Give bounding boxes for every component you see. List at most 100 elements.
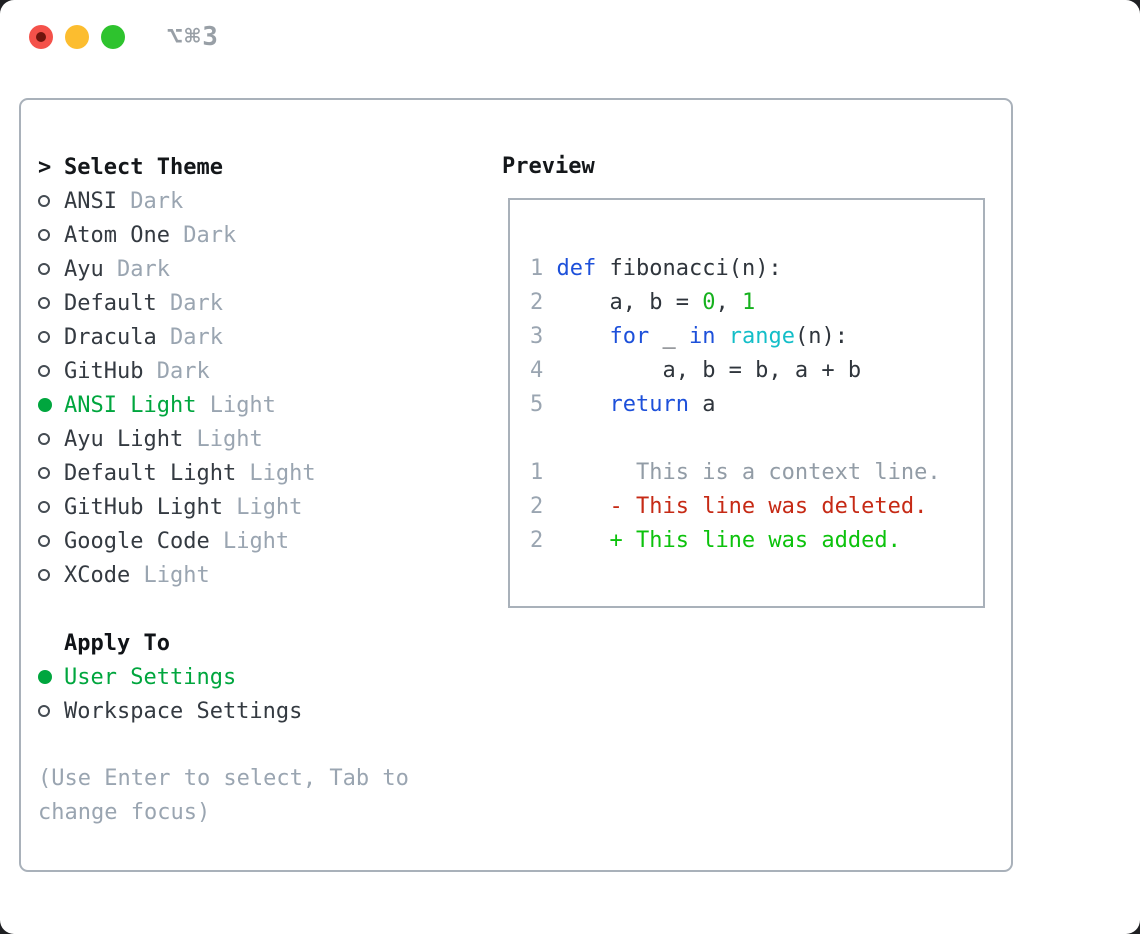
preview-title: Preview — [502, 154, 595, 179]
minimize-button[interactable] — [65, 25, 89, 49]
zoom-button[interactable] — [101, 25, 125, 49]
option-variant-label: Dark — [156, 324, 223, 350]
radio-icon — [38, 501, 50, 513]
option-variant-label: Dark — [169, 222, 237, 248]
theme-option[interactable]: XCode Light — [38, 558, 483, 592]
radio-icon — [38, 331, 50, 343]
option-variant-label: Light — [236, 460, 316, 486]
radio-icon — [38, 705, 50, 717]
code-segment — [557, 392, 610, 417]
radio-marker-col — [38, 263, 64, 275]
window-shortcut-label: ⌥⌘3 — [167, 22, 220, 52]
theme-option[interactable]: Default Light Light — [38, 456, 483, 490]
apply-to-title: Apply To — [64, 630, 170, 656]
line-number: 4 — [530, 358, 557, 383]
cursor-marker-col: > — [38, 155, 64, 180]
radio-marker-col — [38, 398, 64, 412]
line-number: 3 — [530, 324, 557, 349]
radio-marker-col — [38, 670, 64, 684]
theme-option[interactable]: Google Code Light — [38, 524, 483, 558]
radio-icon — [38, 433, 50, 445]
theme-option[interactable]: Dracula Dark — [38, 320, 483, 354]
theme-option[interactable]: Ayu Light Light — [38, 422, 483, 456]
option-label: Default — [64, 290, 157, 316]
line-number: 1 — [530, 256, 557, 281]
apply-to-header-row: Apply To — [38, 626, 483, 660]
code-line — [530, 422, 941, 456]
option-variant-label: Dark — [143, 358, 210, 384]
option-label: ANSI — [64, 188, 117, 214]
radio-icon — [38, 195, 50, 207]
line-number: 1 — [530, 460, 557, 485]
code-segment: in — [688, 324, 716, 349]
code-line: 2 a, b = 0, 1 — [530, 286, 941, 320]
spacer — [38, 592, 483, 626]
code-segment: 0 — [702, 290, 716, 315]
option-label: Atom One — [64, 222, 170, 248]
code-segment: range — [728, 324, 795, 349]
theme-option[interactable]: Default Dark — [38, 286, 483, 320]
radio-icon — [38, 535, 50, 547]
line-number: 2 — [530, 290, 557, 315]
cursor-chevron-icon: > — [38, 154, 52, 180]
close-button[interactable] — [29, 25, 53, 49]
radio-marker-col — [38, 229, 64, 241]
option-label: Workspace Settings — [64, 698, 303, 724]
apply-to-option[interactable]: User Settings — [38, 660, 483, 694]
code-segment: This is a context line. — [556, 460, 941, 485]
option-label: Ayu — [64, 256, 104, 282]
code-segment — [557, 324, 610, 349]
code-segment: a, b = b, a + b — [556, 358, 862, 383]
option-variant-label: Light — [222, 494, 303, 520]
line-number: 5 — [530, 392, 557, 417]
option-variant-label: Light — [209, 528, 290, 554]
theme-option[interactable]: GitHub Dark — [38, 354, 483, 388]
code-segment: (n): — [794, 324, 848, 349]
radio-icon — [38, 229, 50, 241]
code-line: 2 + This line was added. — [530, 524, 941, 558]
theme-option[interactable]: ANSI Light Light — [38, 388, 483, 422]
radio-marker-col — [38, 195, 64, 207]
radio-marker-col — [38, 501, 64, 513]
line-number: 2 — [530, 528, 557, 553]
option-label: Ayu Light — [64, 426, 184, 452]
theme-list-title: Select Theme — [64, 154, 223, 180]
theme-option[interactable]: GitHub Light Light — [38, 490, 483, 524]
help-text: (Use Enter to select, Tab to change focu… — [38, 766, 409, 825]
code-segment: _ — [649, 324, 689, 349]
line-number: 2 — [530, 494, 557, 519]
option-variant-label: Dark — [156, 290, 223, 316]
code-segment: a — [688, 392, 716, 417]
code-line: 2 - This line was deleted. — [530, 490, 941, 524]
code-segment: return — [609, 392, 689, 417]
theme-option[interactable]: Atom One Dark — [38, 218, 483, 252]
code-segment: 1 — [741, 290, 756, 315]
radio-marker-col — [38, 467, 64, 479]
option-variant-label: Light — [196, 392, 276, 418]
titlebar: ⌥⌘3 — [0, 0, 1140, 75]
apply-to-option[interactable]: Workspace Settings — [38, 694, 483, 728]
radio-marker-col — [38, 297, 64, 309]
option-variant-label: Dark — [103, 256, 170, 282]
code-line: 4 a, b = b, a + b — [530, 354, 941, 388]
radio-icon — [38, 398, 52, 412]
option-label: GitHub — [64, 358, 144, 384]
theme-option[interactable]: Ayu Dark — [38, 252, 483, 286]
code-line: 3 for _ in range(n): — [530, 320, 941, 354]
radio-icon — [38, 569, 50, 581]
radio-marker-col — [38, 433, 64, 445]
code-segment: , — [715, 290, 742, 315]
theme-list-header: > Select Theme — [38, 150, 483, 184]
option-variant-label: Dark — [116, 188, 184, 214]
code-segment — [715, 324, 728, 349]
radio-icon — [38, 297, 50, 309]
option-label: Dracula — [64, 324, 157, 350]
code-segment: - This line was deleted. — [556, 494, 928, 519]
code-line: 1 def fibonacci(n): — [530, 252, 941, 286]
theme-option[interactable]: ANSI Dark — [38, 184, 483, 218]
